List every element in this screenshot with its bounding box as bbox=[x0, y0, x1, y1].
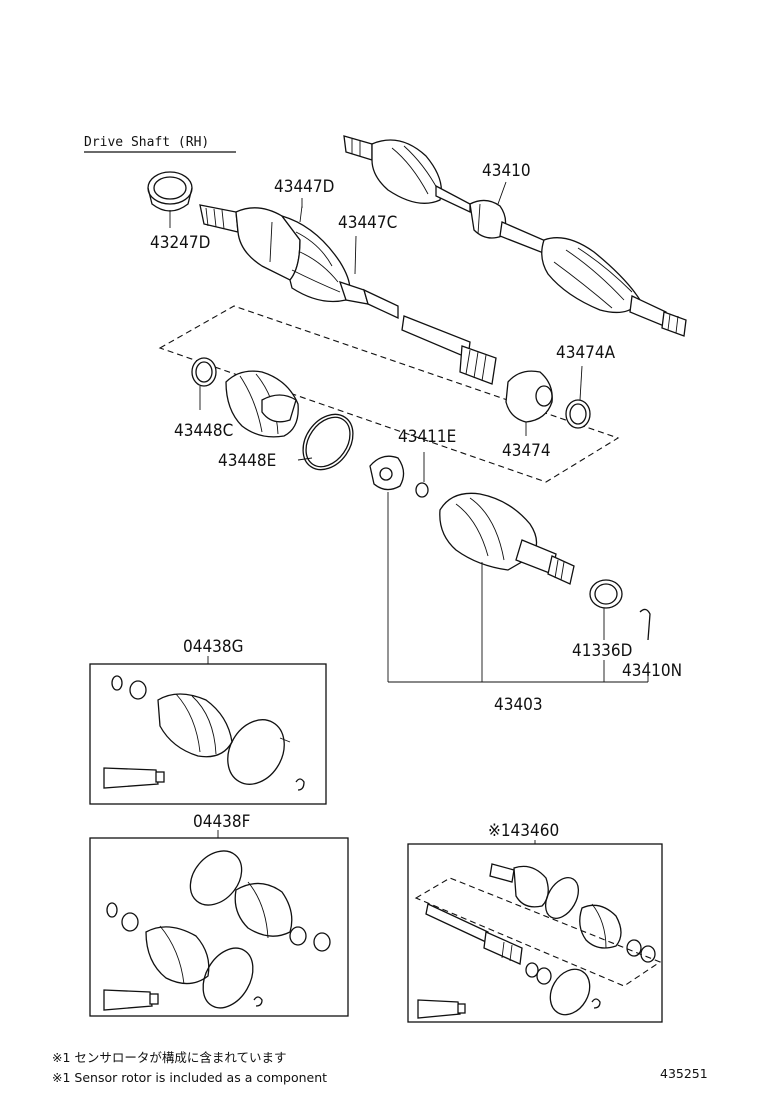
boot-small bbox=[225, 370, 299, 438]
kit-contents-04438g bbox=[103, 675, 305, 791]
label-43448c: 43448C bbox=[174, 421, 233, 441]
ring-43247d bbox=[147, 171, 193, 228]
kit-contents-04438f bbox=[103, 850, 331, 1011]
label-04438g: 04438G bbox=[183, 637, 244, 657]
seal-41336d bbox=[589, 579, 623, 640]
clip-43474a bbox=[565, 365, 591, 429]
kit-box-43460 bbox=[407, 843, 663, 1023]
diagram-id: 435251 bbox=[660, 1066, 708, 1081]
outer-joint-assembly bbox=[199, 204, 399, 320]
label-43403: 43403 bbox=[494, 695, 543, 715]
tripod-joint bbox=[369, 455, 405, 491]
label-43247d: 43247D bbox=[150, 233, 210, 253]
label-43448e: 43448E bbox=[218, 451, 276, 471]
label-43411e: 43411E bbox=[398, 427, 456, 447]
drive-shaft-43410 bbox=[343, 135, 687, 337]
label-04438f: 04438F bbox=[193, 812, 250, 832]
kit-outline bbox=[158, 305, 620, 483]
label-41336d: 41336D bbox=[572, 641, 632, 661]
note-english: ※1 Sensor rotor is included as a compone… bbox=[52, 1070, 327, 1085]
leader-43403 bbox=[387, 492, 649, 683]
label-43410n: 43410N bbox=[622, 661, 682, 681]
inner-joint-housing bbox=[439, 492, 575, 585]
damper-43474 bbox=[505, 370, 553, 436]
label-43447d: 43447D bbox=[274, 177, 334, 197]
snap-ring-43411e bbox=[415, 452, 429, 498]
label-43474a: 43474A bbox=[556, 343, 616, 363]
kit-contents-43460 bbox=[414, 863, 662, 1019]
pin-43410n bbox=[639, 608, 651, 641]
label-43447c: 43447C bbox=[338, 213, 397, 233]
kit-box-04438g bbox=[89, 663, 327, 805]
clamp-43448c bbox=[191, 357, 217, 410]
label-43460: ※143460 bbox=[488, 821, 559, 841]
kit-box-04438f bbox=[89, 837, 349, 1017]
section-title: Drive Shaft (RH) bbox=[84, 135, 209, 150]
shaft-segment bbox=[401, 315, 497, 385]
label-43474: 43474 bbox=[502, 441, 551, 461]
band-43448e bbox=[297, 413, 354, 471]
note-japanese: ※1 センサロータが構成に含まれています bbox=[52, 1050, 287, 1065]
label-43410: 43410 bbox=[482, 161, 531, 181]
